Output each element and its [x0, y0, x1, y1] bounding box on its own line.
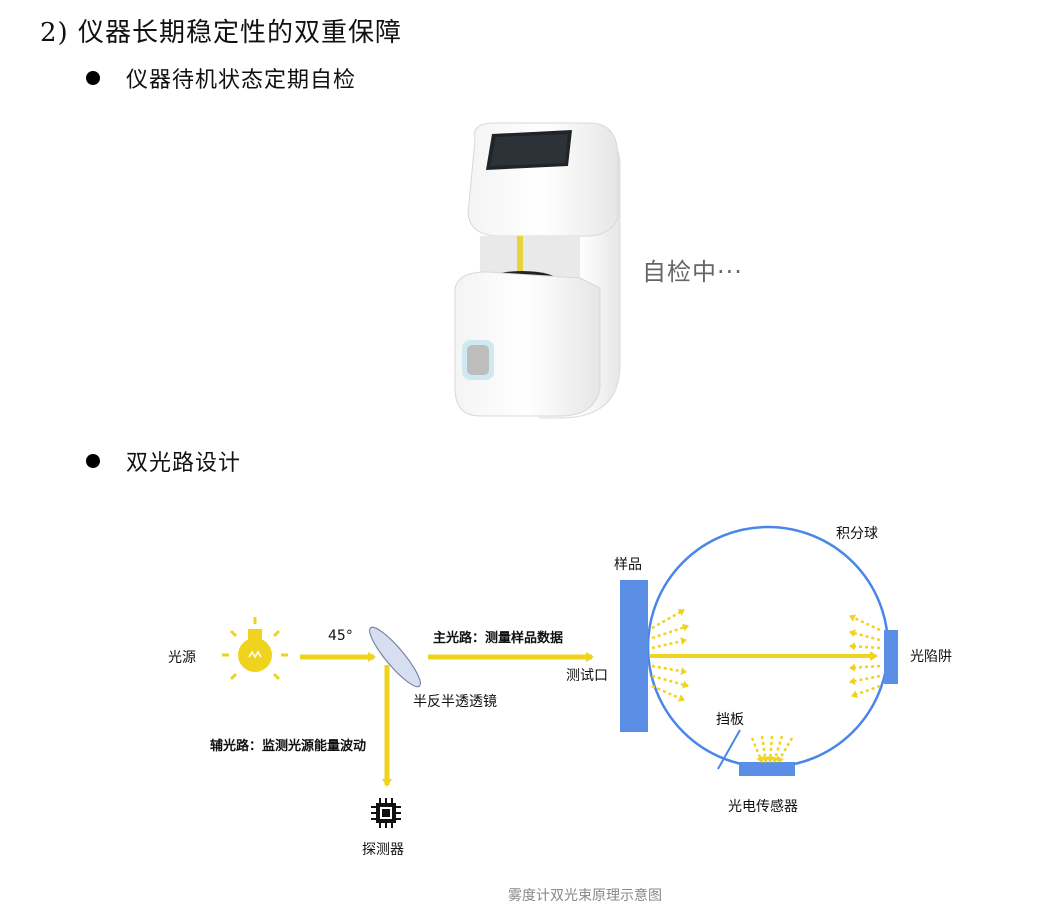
light-trap-label: 光陷阱: [910, 649, 952, 665]
test-port-label: 测试口: [566, 668, 608, 684]
beam-splitter-mirror: [369, 626, 421, 688]
sample-plate: [620, 580, 648, 732]
aux-path-label: 辅光路：监测光源能量波动: [210, 738, 366, 754]
sample-label: 样品: [614, 557, 642, 573]
light-source-label: 光源: [168, 650, 196, 666]
scattered-rays-sensor: [750, 735, 794, 763]
device-status-text: 自检中···: [642, 258, 743, 286]
detector-chip-icon: [371, 798, 401, 828]
section-heading: 2) 仪器长期稳定性的双重保障: [40, 18, 402, 48]
photo-sensor-label: 光电传感器: [728, 798, 798, 815]
light-beam: [517, 236, 523, 286]
main-path-label: 主光路：测量样品数据: [433, 630, 563, 646]
bullet-text: 双光路设计: [126, 451, 242, 476]
haze-meter-device-illustration: [454, 122, 621, 419]
sphere-label: 积分球: [836, 526, 878, 542]
integrating-sphere: [646, 525, 890, 769]
bullet-dot: [86, 454, 100, 468]
angle-label: 45°: [328, 628, 353, 644]
bullet-text: 仪器待机状态定期自检: [126, 68, 357, 93]
photo-sensor: [739, 762, 795, 776]
light-bulb-icon: [222, 617, 288, 681]
baffle-pointer: [717, 729, 741, 770]
baffle-label: 挡板: [716, 712, 744, 728]
dual-beam-principle-diagram: 光源 45° 半反半透透镜 主光路：测量样品数据 测试口 辅光路：监测光源能量波…: [168, 525, 952, 904]
bullet-dot: [86, 71, 100, 85]
beam-splitter-label: 半反半透透镜: [413, 694, 497, 710]
diagram-caption: 雾度计双光束原理示意图: [508, 887, 662, 904]
scattered-rays-sample: [651, 608, 689, 702]
bullet-item-self-check: 仪器待机状态定期自检: [86, 62, 356, 94]
scattered-rays-trap: [849, 614, 881, 699]
bullet-item-dual-path: 双光路设计: [86, 445, 241, 477]
light-trap: [884, 630, 898, 684]
detector-label: 探测器: [362, 842, 404, 858]
